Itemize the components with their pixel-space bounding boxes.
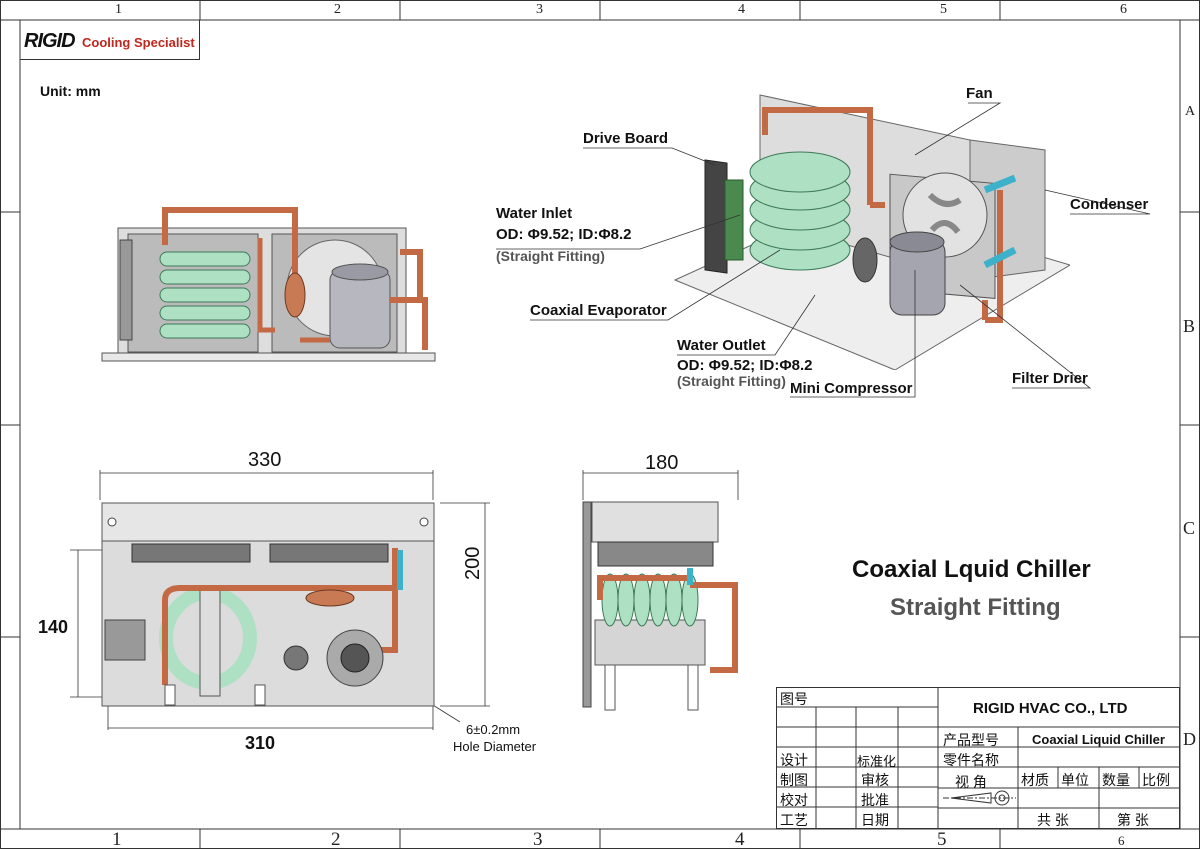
- title-block-grid: [776, 687, 1180, 829]
- callout-water-outlet-od: OD: Φ9.52; ID:Φ8.2: [677, 357, 813, 374]
- callout-water-inlet-od: OD: Φ9.52; ID:Φ8.2: [496, 226, 632, 243]
- isometric-view-drawing: [673, 94, 1070, 370]
- unit-label: Unit: mm: [40, 83, 101, 99]
- dim-height-left: 140: [38, 617, 69, 637]
- tb-total-sheets: 共 张: [1037, 812, 1069, 828]
- dim-width-bottom: 310: [245, 733, 276, 753]
- logo-tagline: Cooling Specialist: [82, 35, 195, 50]
- tb-review: 审核: [861, 772, 889, 788]
- tb-part-label: 零件名称: [943, 752, 999, 768]
- tb-standard: 标准化: [857, 754, 897, 769]
- tb-quantity: 数量: [1102, 772, 1130, 788]
- tb-company: RIGID HVAC CO., LTD: [973, 700, 1128, 717]
- dim-hole: 6±0.2mm: [466, 722, 521, 737]
- grid-col-2: 2: [334, 2, 341, 17]
- tb-process: 工艺: [780, 812, 808, 828]
- product-title: Coaxial Lquid Chiller: [852, 556, 1091, 583]
- product-subtitle: Straight Fitting: [890, 594, 1061, 621]
- callout-filter-drier: Filter Drier: [1012, 370, 1088, 387]
- grid-col-4: 4: [738, 2, 745, 17]
- grid-row-b: B: [1183, 316, 1196, 336]
- callout-water-outlet-fitting: (Straight Fitting): [677, 373, 786, 389]
- tb-approve: 批准: [861, 792, 889, 808]
- grid-col-1: 1: [115, 2, 122, 17]
- grid-col-4-bottom: 4: [735, 829, 745, 850]
- tb-material: 材质: [1021, 772, 1049, 788]
- callout-water-inlet: Water Inlet: [496, 205, 573, 222]
- grid-col-5: 5: [940, 2, 947, 17]
- grid-col-1-bottom: 1: [112, 829, 122, 850]
- tb-drawing-no: 图号: [780, 691, 808, 707]
- tb-check: 校对: [780, 792, 808, 808]
- callout-mini-compressor: Mini Compressor: [790, 380, 913, 397]
- callout-drive-board: Drive Board: [583, 130, 669, 147]
- tb-model-label: 产品型号: [943, 732, 999, 748]
- grid-col-3-bottom: 3: [533, 829, 543, 850]
- grid-col-6: 6: [1120, 2, 1127, 17]
- grid-col-6-bottom: 6: [1118, 833, 1125, 848]
- side-view-drawing: [582, 470, 739, 711]
- tb-scale: 比例: [1142, 772, 1170, 788]
- callout-water-outlet: Water Outlet: [677, 337, 766, 354]
- grid-row-a: A: [1185, 104, 1196, 119]
- dim-height-right: 200: [462, 546, 484, 580]
- grid-col-3: 3: [536, 2, 543, 17]
- logo-brand: RIGID: [24, 30, 76, 52]
- grid-row-c: C: [1183, 518, 1196, 538]
- top-view-drawing: [70, 470, 490, 730]
- tb-sheet-no: 第 张: [1117, 812, 1149, 828]
- grid-col-5-bottom: 5: [937, 829, 947, 850]
- logo-box: RIGID Cooling Specialist: [20, 20, 200, 60]
- dim-side-width: 180: [645, 452, 679, 474]
- callout-coaxial-evaporator: Coaxial Evaporator: [530, 302, 667, 319]
- callout-water-inlet-fitting: (Straight Fitting): [496, 248, 605, 264]
- tb-drafting: 制图: [780, 772, 808, 788]
- grid-row-d: D: [1183, 729, 1196, 749]
- tb-design: 设计: [780, 752, 808, 768]
- callout-condenser: Condenser: [1070, 196, 1149, 213]
- tb-view-angle: 视 角: [955, 774, 987, 790]
- dim-width-top: 330: [248, 449, 282, 471]
- tb-model-value: Coaxial Liquid Chiller: [1032, 732, 1165, 747]
- tb-unit: 单位: [1061, 772, 1089, 788]
- callout-fan: Fan: [966, 85, 993, 102]
- grid-col-2-bottom: 2: [331, 829, 341, 850]
- tb-date: 日期: [861, 812, 889, 828]
- dim-hole-label: Hole Diameter: [453, 739, 537, 754]
- front-view-drawing: [101, 207, 436, 362]
